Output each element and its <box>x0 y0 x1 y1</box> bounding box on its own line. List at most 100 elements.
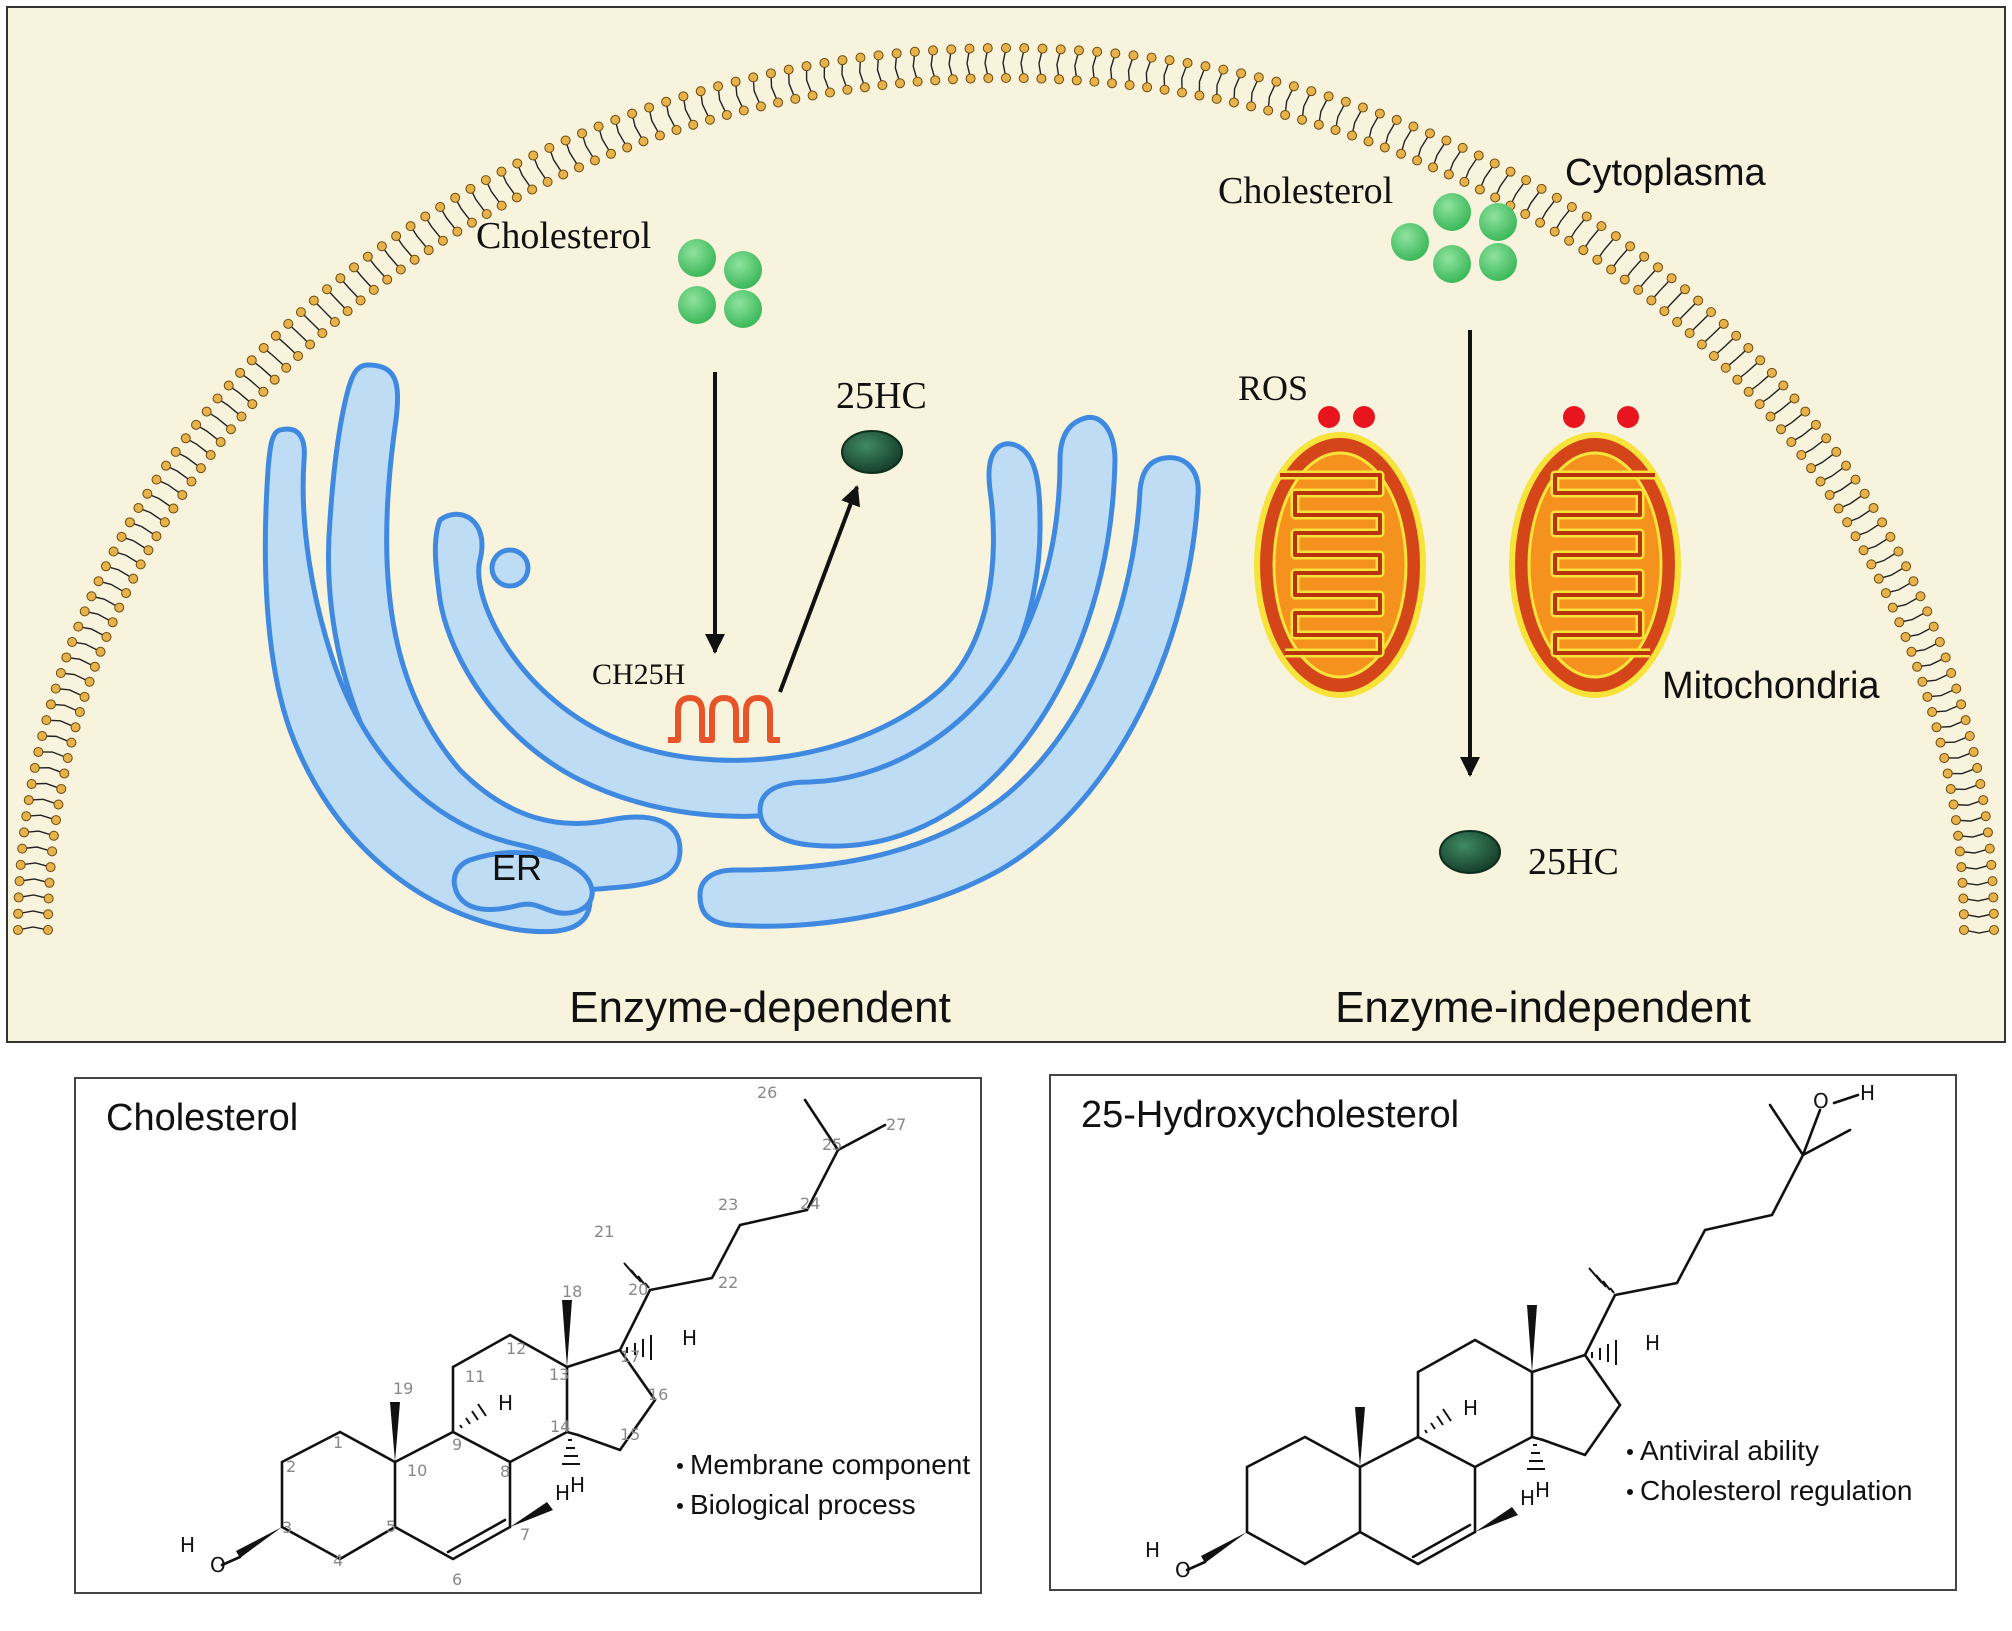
hc25-hashes <box>1424 1267 1617 1470</box>
lipid-head <box>295 307 306 318</box>
er-lobe <box>451 850 595 916</box>
lipid-head <box>13 925 23 935</box>
lipid-head <box>713 81 724 92</box>
lipid-head <box>1877 517 1888 528</box>
cholesterol-hashes <box>459 1262 652 1465</box>
lipid-head <box>1536 183 1547 194</box>
lipid-head <box>17 843 28 854</box>
atom-number: 3 <box>282 1518 292 1537</box>
lipid-head <box>755 101 766 112</box>
atom-number: 18 <box>562 1282 582 1301</box>
lipid-head <box>1666 273 1677 284</box>
caption-enzyme-dependent: Enzyme-dependent <box>569 983 951 1032</box>
lipid-head <box>19 827 30 838</box>
atom-number: 22 <box>718 1273 738 1292</box>
lipid-head <box>215 437 226 448</box>
cholesterol-panel: Cholesterol <box>74 1077 982 1594</box>
lipid-head <box>1347 130 1358 141</box>
lipid-head <box>1490 192 1501 203</box>
lipid-head <box>225 424 236 435</box>
lipid-head <box>1957 877 1968 888</box>
lipid-head <box>37 731 48 742</box>
lipid-head <box>1396 148 1407 159</box>
lipid-head <box>1159 84 1170 95</box>
lipid-head <box>909 46 920 57</box>
lipid-head <box>1951 683 1962 694</box>
hydroxyl-h: H <box>1860 1081 1875 1105</box>
lipid-head <box>1073 45 1084 56</box>
lipid-head <box>894 78 905 89</box>
lipid-head <box>466 217 477 228</box>
lipid-head <box>1824 489 1835 500</box>
lipid-tail <box>1963 929 1995 934</box>
lipid-head <box>1912 661 1923 672</box>
lipid-head <box>465 183 476 194</box>
lipid-head <box>13 908 24 919</box>
lipid-head <box>79 606 90 617</box>
lipid-head <box>511 192 522 203</box>
atom-number: 27 <box>886 1115 906 1134</box>
lipid-head <box>124 517 135 528</box>
lipid-head <box>1954 846 1965 857</box>
lipid-head <box>41 715 52 726</box>
lipid-head <box>108 546 119 557</box>
lipid-head <box>1922 691 1933 702</box>
lipid-head <box>1859 488 1870 499</box>
hc25-bullets: Antiviral ability Cholesterol regulation <box>1627 1435 1912 1506</box>
lipid-head <box>542 176 553 187</box>
hc25-panel-frame <box>1049 1074 1957 1591</box>
lipid-head <box>1619 274 1630 285</box>
lipid-head <box>1831 446 1842 457</box>
lipid-head <box>661 96 672 107</box>
lipid-head <box>1164 55 1175 66</box>
lipid-head <box>481 209 492 220</box>
lipid-head <box>56 783 67 794</box>
lipid-head <box>236 411 247 422</box>
atom-number: 4 <box>333 1551 343 1570</box>
label-cholesterol-right: Cholesterol <box>1218 170 1393 212</box>
lipid-tail <box>1002 47 1007 79</box>
er-tubule-inner-arc <box>432 441 1043 819</box>
lipid-tail <box>1963 896 1994 902</box>
atom-number: 11 <box>465 1367 485 1386</box>
lipid-tail <box>18 894 49 900</box>
lipid-head <box>748 72 759 83</box>
lipid-head <box>212 393 223 404</box>
lipid-head <box>1092 46 1103 57</box>
lipid-head <box>589 155 600 166</box>
lipid-head <box>1718 318 1729 329</box>
arrow-ch25h-to-25hc <box>778 485 861 693</box>
lipid-head <box>420 211 431 222</box>
lipid-head <box>21 811 32 822</box>
lipid-head <box>67 636 78 647</box>
ch25h-enzyme <box>668 695 780 743</box>
lipid-head <box>1934 636 1945 647</box>
lipid-tail <box>17 926 49 931</box>
lipid-head <box>1271 76 1282 87</box>
lipid-head <box>1246 101 1257 112</box>
lipid-head <box>1625 241 1636 252</box>
lipid-head <box>1953 830 1964 841</box>
er-bud <box>489 547 531 589</box>
lipid-head <box>101 631 112 642</box>
lipid-head <box>1459 176 1470 187</box>
lipid-head <box>1142 82 1153 93</box>
atom-number: 1 <box>333 1433 343 1452</box>
lipid-head <box>1743 386 1754 397</box>
lipid-head <box>1578 245 1589 256</box>
lipid-head <box>168 503 179 514</box>
lipid-head <box>1956 699 1967 710</box>
lipid-head <box>128 573 139 584</box>
lipid-head <box>180 433 191 444</box>
lipid-head <box>1218 64 1229 75</box>
lipid-head <box>159 517 170 528</box>
label-25hc-left: 25HC <box>836 375 927 417</box>
lipid-head <box>765 68 776 79</box>
lipid-head <box>409 254 420 265</box>
lipid-tail <box>1038 48 1044 79</box>
lipid-head <box>1037 43 1048 54</box>
lipid-head <box>1679 284 1690 295</box>
lipid-head <box>1424 128 1435 139</box>
lipid-head <box>837 55 848 66</box>
